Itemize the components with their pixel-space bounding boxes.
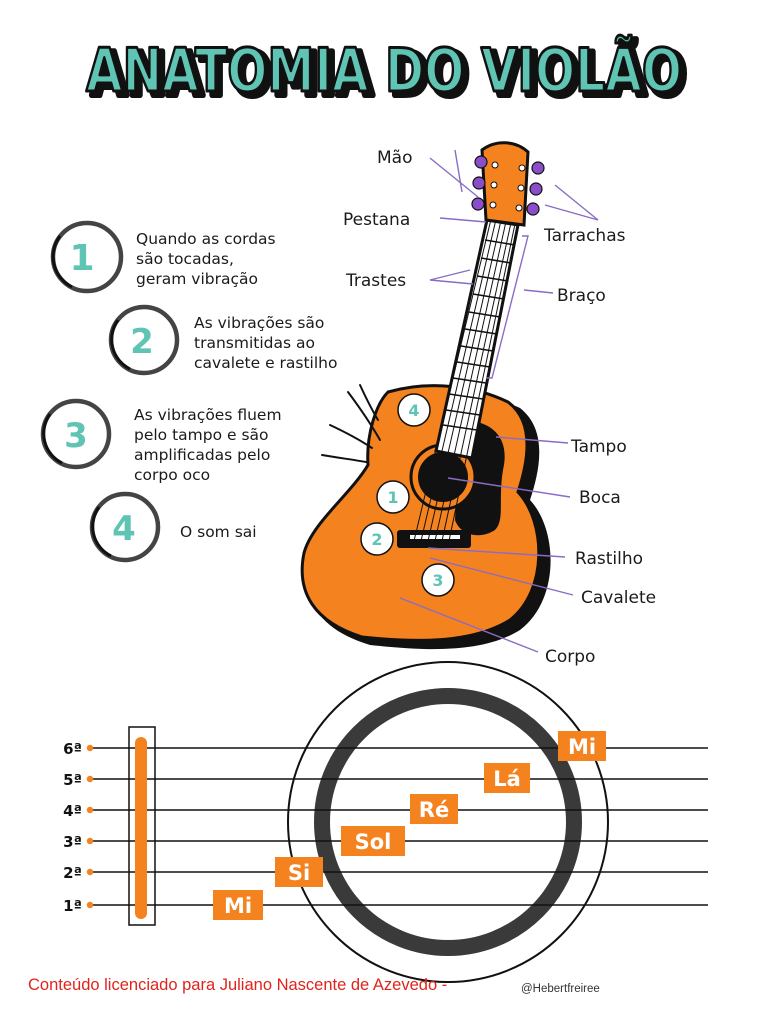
guitar-strings bbox=[413, 214, 517, 542]
step-number-1: 1 bbox=[69, 238, 94, 279]
string-number-6: 6ª bbox=[63, 740, 82, 758]
label-tampo: Tampo bbox=[570, 437, 627, 457]
step-number-3: 3 bbox=[64, 416, 88, 456]
step-text-4: O som sai bbox=[180, 523, 257, 541]
guitar-part-labels: Mão Pestana Trastes Tarrachas Braço Tamp… bbox=[343, 148, 656, 667]
note-tag-mi-high: Mi bbox=[558, 731, 606, 761]
strings-diagram: 6ª 5ª 4ª 3ª 2ª 1ª Mi Lá Ré Sol bbox=[63, 661, 708, 983]
guitar-marker-2: 2 bbox=[360, 522, 394, 556]
label-corpo: Corpo bbox=[545, 647, 595, 667]
svg-text:Ré: Ré bbox=[419, 798, 449, 822]
string-number-2: 2ª bbox=[63, 864, 82, 882]
page-title: ANATOMIA DO VIOLÃO ANATOMIA DO VIOLÃO bbox=[85, 33, 691, 114]
step-text-1: Quando as cordas são tocadas, geram vibr… bbox=[136, 230, 276, 288]
svg-text:Mi: Mi bbox=[568, 735, 596, 759]
label-rastilho: Rastilho bbox=[575, 549, 643, 569]
string-numbers: 6ª 5ª 4ª 3ª 2ª 1ª bbox=[63, 740, 82, 915]
step-badge-4: 4 bbox=[89, 491, 161, 563]
step-number-4: 4 bbox=[112, 509, 136, 549]
guitar-saddle bbox=[410, 535, 460, 539]
guitar-marker-4: 4 bbox=[397, 393, 431, 427]
label-boca: Boca bbox=[579, 488, 621, 508]
step-number-2: 2 bbox=[130, 322, 154, 362]
step-badge-3: 3 bbox=[40, 398, 112, 470]
svg-text:3: 3 bbox=[432, 571, 443, 590]
note-tag-la: Lá bbox=[484, 763, 530, 793]
step-text-3: As vibrações fluem pelo tampo e são ampl… bbox=[134, 406, 282, 484]
note-tags: Mi Lá Ré Sol Si Mi bbox=[213, 731, 606, 920]
note-tag-si: Si bbox=[275, 857, 323, 887]
author-handle: @Hebertfreiree bbox=[521, 983, 600, 995]
note-tag-sol: Sol bbox=[341, 826, 405, 856]
step-badge-1: 1 bbox=[50, 220, 124, 294]
sound-hole-outer-ring bbox=[287, 661, 609, 983]
step-text-2: As vibrações são transmitidas ao cavalet… bbox=[194, 314, 338, 372]
title-shadow: ANATOMIA DO VIOLÃO bbox=[91, 38, 687, 110]
license-notice: Conteúdo licenciado para Juliano Nascent… bbox=[28, 976, 448, 994]
guitar-label-leaders bbox=[399, 149, 599, 653]
title-text: ANATOMIA DO VIOLÃO bbox=[86, 34, 682, 106]
string-number-1: 1ª bbox=[63, 897, 82, 915]
string-number-3: 3ª bbox=[63, 833, 82, 851]
label-tarrachas: Tarrachas bbox=[543, 226, 626, 246]
guitar-headstock bbox=[480, 141, 530, 227]
label-braco: Braço bbox=[557, 286, 606, 306]
label-pestana: Pestana bbox=[343, 210, 410, 230]
guitar-marker-3: 3 bbox=[421, 563, 455, 597]
svg-text:4: 4 bbox=[408, 401, 419, 420]
note-tag-re: Ré bbox=[410, 794, 458, 824]
svg-text:Sol: Sol bbox=[355, 830, 392, 854]
string-dots bbox=[86, 744, 94, 909]
sound-wave-lines bbox=[321, 384, 381, 463]
nut-bar bbox=[135, 737, 147, 919]
svg-text:Mi: Mi bbox=[224, 894, 252, 918]
guitar-illustration: 4 1 2 3 bbox=[300, 141, 599, 653]
label-mao: Mão bbox=[377, 148, 413, 168]
guitar-marker-1: 1 bbox=[376, 480, 410, 514]
svg-text:1: 1 bbox=[387, 488, 398, 507]
svg-text:Si: Si bbox=[288, 861, 310, 885]
note-tag-mi-low: Mi bbox=[213, 890, 263, 920]
string-number-5: 5ª bbox=[63, 771, 82, 789]
svg-text:Lá: Lá bbox=[493, 767, 521, 791]
label-trastes: Trastes bbox=[345, 271, 406, 291]
sound-hole-dark-ring bbox=[314, 688, 582, 956]
guitar-peg-posts bbox=[489, 161, 526, 212]
svg-text:2: 2 bbox=[371, 530, 382, 549]
guitar-tuning-pegs bbox=[471, 155, 545, 216]
step-badge-2: 2 bbox=[108, 304, 180, 376]
label-cavalete: Cavalete bbox=[581, 588, 656, 608]
string-number-4: 4ª bbox=[63, 802, 82, 820]
